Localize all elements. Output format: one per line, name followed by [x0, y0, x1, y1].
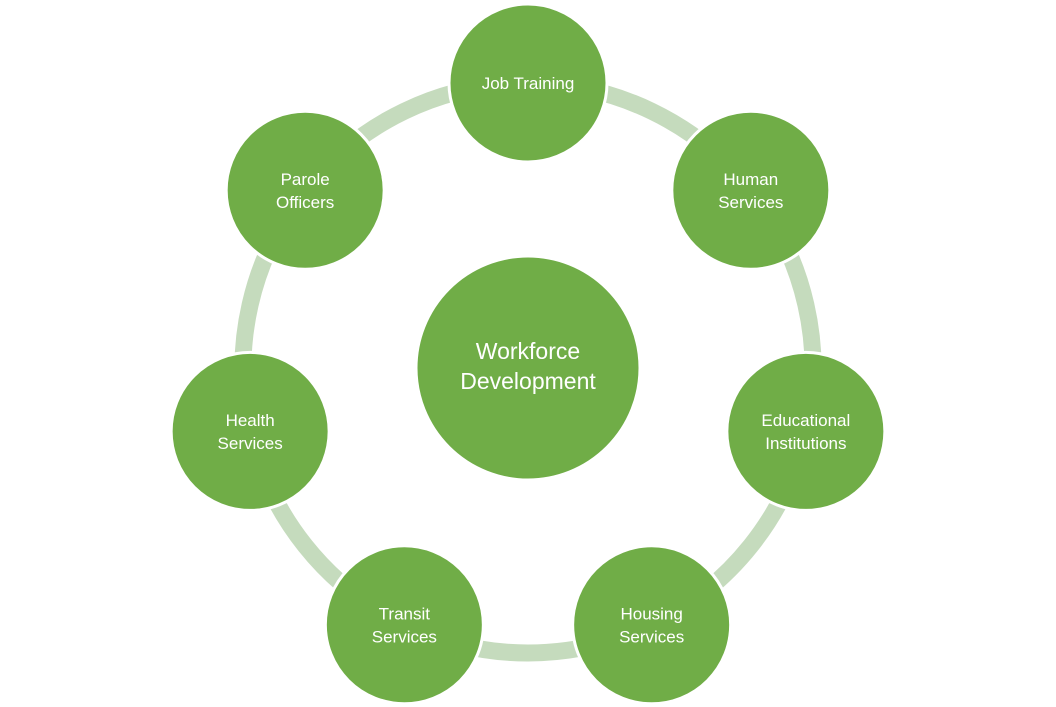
node-circle: [323, 544, 485, 706]
node-label: Institutions: [765, 434, 846, 453]
node-circle: [571, 544, 733, 706]
node-label: Health: [226, 411, 275, 430]
node-circle: [169, 350, 331, 512]
center-circle: [414, 254, 642, 482]
center-label-line-2: Development: [460, 368, 596, 394]
node-label: Transit: [379, 604, 431, 623]
node-label: Officers: [276, 193, 334, 212]
node-label: Services: [372, 627, 437, 646]
center-label-line-1: Workforce: [476, 338, 580, 364]
node-circle: [224, 109, 386, 271]
node-label: Services: [718, 193, 783, 212]
node-label: Parole: [281, 170, 330, 189]
node-label: Services: [218, 434, 283, 453]
node-label: Housing: [620, 604, 682, 623]
node-label: Human: [723, 170, 778, 189]
node-label: Educational: [761, 411, 850, 430]
node-circle: [447, 2, 609, 164]
node-circle: [725, 350, 887, 512]
node-label: Services: [619, 627, 684, 646]
node-circle: [670, 109, 832, 271]
center-node: Workforce Development: [414, 254, 642, 482]
node-job-training: Job Training: [447, 2, 609, 164]
outer-nodes: Job TrainingHumanServicesEducationalInst…: [169, 2, 887, 706]
node-label: Job Training: [482, 74, 575, 93]
